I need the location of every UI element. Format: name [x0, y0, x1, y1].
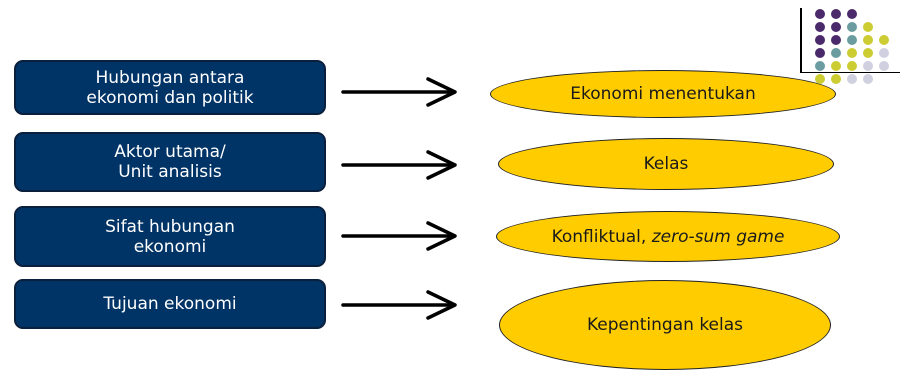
decor-dot [879, 35, 889, 45]
decor-dot [815, 35, 825, 45]
ellipse-label: Kepentingan kelas [586, 315, 744, 335]
ellipse-label-main: Konfliktual, [551, 226, 652, 247]
decor-dot [863, 35, 873, 45]
box-label: Hubungan antara ekonomi dan politik [86, 67, 254, 108]
decor-dot [831, 74, 841, 84]
arrow-row-4 [341, 290, 457, 320]
decor-dot [847, 9, 857, 19]
box-hubungan-antara: Hubungan antara ekonomi dan politik [14, 60, 326, 115]
box-label: Tujuan ekonomi [103, 294, 237, 314]
decor-dot [847, 74, 857, 84]
decor-dot [831, 35, 841, 45]
ellipse-ekonomi-menentukan: Ekonomi menentukan [490, 70, 836, 118]
arrow-row-2 [341, 150, 457, 180]
decor-dot [847, 35, 857, 45]
ellipse-kelas: Kelas [498, 138, 834, 190]
corner-vertical-line [800, 8, 802, 72]
decor-dot [847, 48, 857, 58]
box-label: Aktor utama/ Unit analisis [114, 142, 226, 182]
ellipse-konfliktual: Konfliktual, zero-sum game [496, 211, 840, 262]
box-tujuan-ekonomi: Tujuan ekonomi [14, 279, 326, 329]
decor-dot [831, 9, 841, 19]
decor-dot [863, 61, 873, 71]
decor-dot [815, 9, 825, 19]
corner-horizontal-line [800, 72, 900, 73]
decor-dot [831, 22, 841, 32]
box-label: Sifat hubungan ekonomi [105, 216, 235, 257]
decor-dot [863, 22, 873, 32]
arrow-row-3 [341, 221, 457, 251]
ellipse-kepentingan-kelas: Kepentingan kelas [499, 280, 831, 370]
decor-dot [879, 61, 889, 71]
ellipse-label: Kelas [643, 154, 689, 174]
ellipse-label: Konfliktual, zero-sum game [552, 227, 785, 247]
arrow-row-1 [341, 77, 457, 107]
box-sifat-hubungan: Sifat hubungan ekonomi [14, 206, 326, 267]
decor-dot [815, 48, 825, 58]
decor-dot [847, 22, 857, 32]
decor-dot [815, 61, 825, 71]
decor-dot [831, 48, 841, 58]
decor-dot [847, 61, 857, 71]
decor-dot [863, 48, 873, 58]
decor-dot [863, 74, 873, 84]
decor-dot [815, 22, 825, 32]
decor-dot [815, 74, 825, 84]
box-aktor-utama: Aktor utama/ Unit analisis [14, 132, 326, 192]
decor-dot [879, 48, 889, 58]
ellipse-label: Ekonomi menentukan [570, 84, 756, 104]
decor-dot [831, 61, 841, 71]
ellipse-label-italic: zero-sum game [651, 226, 785, 247]
